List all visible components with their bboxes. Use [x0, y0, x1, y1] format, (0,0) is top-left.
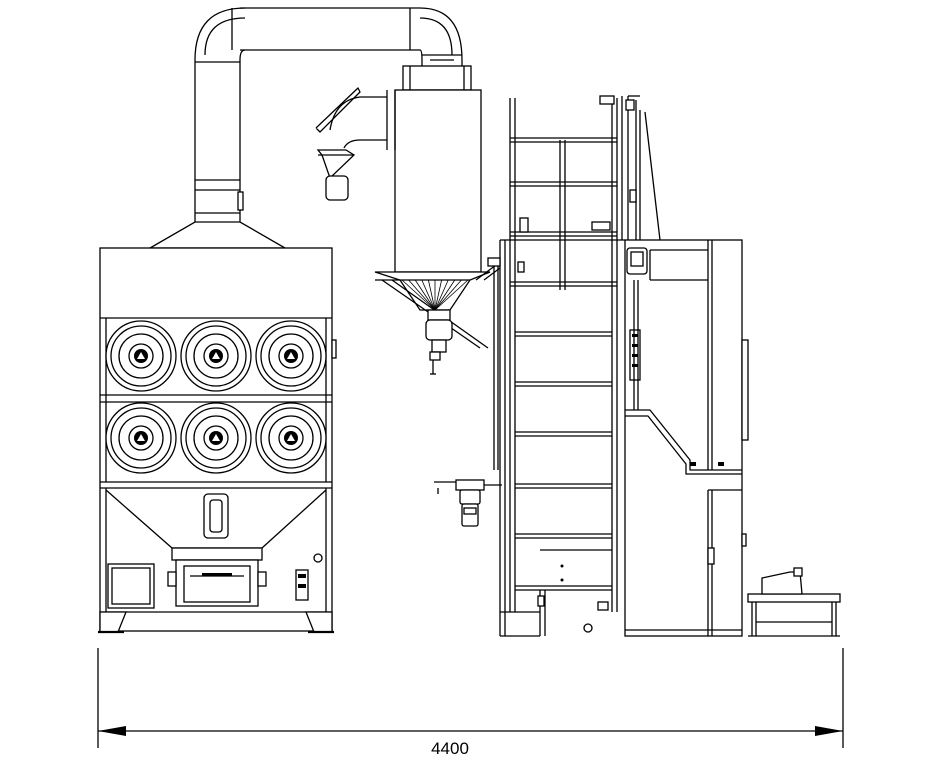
- filter-disc: [105, 402, 177, 474]
- ladder-rungs: [515, 331, 612, 591]
- overall-width-dimension: [97, 648, 844, 748]
- filter-discs: [105, 320, 327, 474]
- exhaust-duct: [194, 7, 463, 222]
- processing-machine: [434, 95, 749, 637]
- filter-disc: [255, 320, 327, 392]
- dimension-label: 4400: [431, 739, 469, 758]
- filter-disc: [255, 402, 327, 474]
- filter-disc: [180, 402, 252, 474]
- foot-step: [747, 567, 841, 637]
- cone-ribs: [401, 279, 469, 311]
- filter-disc: [105, 320, 177, 392]
- dust-collector-cabinet: [98, 221, 337, 634]
- cyclone-separator: [315, 65, 501, 375]
- filter-disc: [180, 320, 252, 392]
